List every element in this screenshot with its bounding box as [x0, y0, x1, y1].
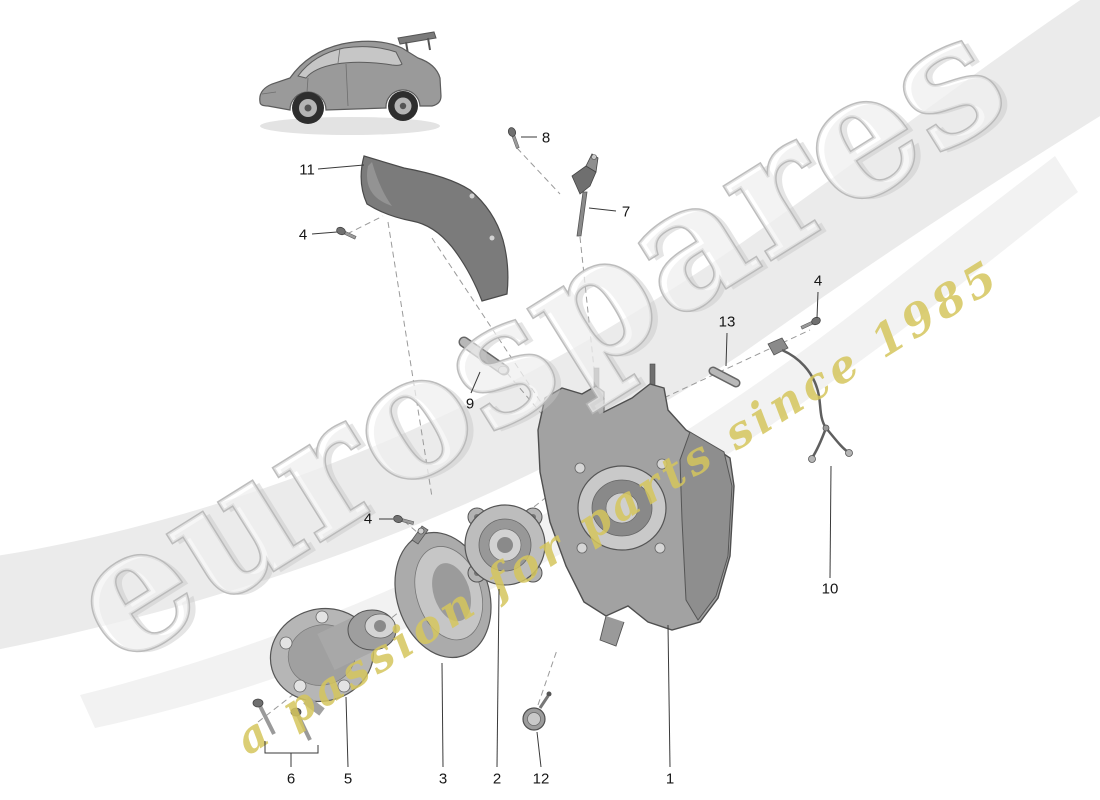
callout-8[interactable]: 8 [541, 129, 551, 147]
callout-6[interactable]: 6 [286, 770, 296, 788]
callout-5[interactable]: 5 [343, 770, 353, 788]
callout-4-right[interactable]: 4 [813, 272, 823, 290]
part-cap-12 [522, 691, 552, 731]
part-sensor-7 [571, 153, 599, 237]
callout-4-middle[interactable]: 4 [363, 510, 373, 528]
car-panel-lines [261, 47, 349, 107]
part-bolt-4-upper [336, 226, 357, 240]
callout-4-upper[interactable]: 4 [298, 226, 308, 244]
callout-10[interactable]: 10 [821, 580, 839, 598]
part-backing-plate-3 [394, 525, 492, 659]
rear-hub [399, 102, 407, 110]
part-wire-bracket-10 [767, 337, 853, 463]
callout-7[interactable]: 7 [621, 203, 631, 221]
part-spacer-13 [708, 366, 741, 388]
callout-2[interactable]: 2 [492, 770, 502, 788]
callout-6-bracket [264, 741, 319, 767]
part-bolt-4-middle [393, 515, 415, 525]
part-heat-shield-11 [360, 155, 509, 302]
car-shadow [260, 117, 440, 135]
callout-11[interactable]: 11 [299, 161, 315, 179]
callout-12[interactable]: 12 [532, 770, 550, 788]
part-bolt-4-right [800, 316, 821, 330]
car-thumbnail [259, 31, 442, 135]
callout-1[interactable]: 1 [665, 770, 675, 788]
callout-9[interactable]: 9 [465, 395, 475, 413]
part-bolt-8 [507, 127, 520, 149]
callout-13[interactable]: 13 [718, 313, 736, 331]
callout-3[interactable]: 3 [438, 770, 448, 788]
part-hub-5 [269, 607, 397, 703]
part-wheel-carrier-1 [537, 363, 735, 647]
leader-lines [264, 136, 832, 768]
rear-wing [397, 31, 437, 45]
watermark: eurospares eurospares a passion for part… [33, 0, 1046, 765]
part-pin-9 [458, 336, 510, 376]
front-hub [304, 104, 312, 112]
background-swoosh [0, 0, 1100, 728]
car-glasshouse [297, 46, 403, 79]
part-wheel-bearing-2 [464, 504, 546, 586]
part-bolts-6 [252, 696, 325, 741]
